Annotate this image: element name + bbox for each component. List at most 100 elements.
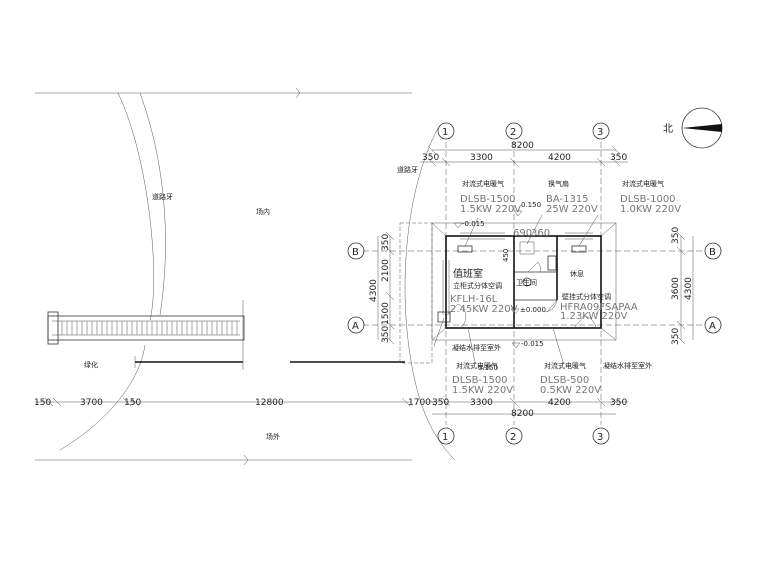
heater3-title: 对流式电暖气 (456, 361, 498, 370)
bottom-dim-3300: 3300 (470, 398, 493, 408)
level-1: -0.015 (462, 220, 485, 228)
bottom-dim-total: 8200 (511, 409, 534, 419)
level-triangles (453, 210, 523, 349)
wc-toilet (522, 277, 532, 287)
road-curve-left-lower (59, 344, 146, 451)
grid-bubble-2-bottom (505, 427, 523, 445)
label-road-tooth-left: 道路牙 (152, 192, 173, 201)
ac-cabinet-unit (437, 311, 451, 323)
site-dim-150a: 150 (34, 398, 51, 408)
fan-model: BA-1315 (546, 194, 589, 205)
ac2-title: 壁挂式分体空调 (562, 292, 611, 301)
grid-label-B-left: B (352, 247, 359, 258)
grid-label-1-top: 1 (442, 127, 448, 138)
heater2-model: DLSB-1000 (620, 194, 676, 205)
road-curve-right (404, 127, 456, 461)
north-arrow: 北 (663, 107, 723, 149)
ac1-title: 立柜式分体空调 (453, 281, 502, 290)
grid-bubble-3-bottom (592, 427, 610, 445)
door-rest (544, 299, 558, 313)
door-exterior (573, 315, 597, 329)
break-mark-bottom (243, 454, 249, 466)
top-dim-350b: 350 (610, 153, 627, 163)
grid-bubble-B-right (704, 242, 722, 260)
heater1-title: 对流式电暖气 (462, 179, 504, 188)
grid-label-3-top: 3 (597, 127, 603, 138)
left-dim-1500: 1500 (381, 302, 391, 325)
roof-corner-br (600, 327, 617, 341)
top-dim-4200: 4200 (548, 153, 571, 163)
gate-post-left (47, 311, 59, 345)
label-site-outside: 场外 (266, 432, 280, 441)
site-dim-ticks (44, 397, 411, 407)
top-dim-3300: 3300 (470, 153, 493, 163)
grid-bubble-A-right (704, 316, 722, 334)
bottom-dim-4200: 4200 (548, 398, 571, 408)
roof-corner-tr (600, 222, 617, 237)
site-dim-3700: 3700 (80, 398, 103, 408)
heater2-title: 对流式电暖气 (622, 179, 664, 188)
right-dim-350a: 350 (671, 227, 681, 244)
site-dim-150b: 150 (124, 398, 141, 408)
fan-title: 换气扇 (548, 179, 569, 188)
grid-bubble-B-left (347, 242, 365, 260)
grid-label-2-bottom: 2 (510, 432, 516, 443)
exhaust-fan (519, 241, 535, 255)
road-curve-left-upper-2 (139, 92, 166, 316)
right-dim-total: 4300 (684, 277, 694, 300)
grid-bubble-2-top (505, 122, 523, 140)
grid-bubble-1-top (437, 122, 455, 140)
fan-spec: 25W 220V (546, 204, 598, 215)
left-dim-total: 4300 (369, 279, 379, 302)
grid-label-B-right: B (709, 247, 716, 258)
heater4-title: 对流式电暖气 (544, 361, 586, 370)
room-duty: 值班室 (453, 267, 483, 280)
wc-dim-690: 690 (513, 228, 532, 239)
site-dim-12800: 12800 (255, 398, 284, 408)
grid-label-A-right: A (709, 321, 716, 332)
gate-barrier-hatch (61, 321, 238, 335)
road-curve-left-upper (117, 92, 154, 321)
right-dim-350b: 350 (671, 328, 681, 345)
room-rest: 休息 (570, 269, 584, 278)
roof-corner-bl (431, 327, 447, 341)
room-wc: 卫生间 (516, 278, 537, 287)
heater1-spec: 1.5KW 220V (460, 204, 521, 215)
grid-label-3-bottom: 3 (597, 432, 603, 443)
level-2: 0.150 (521, 201, 541, 209)
label-road-tooth-right: 道路牙 (397, 165, 418, 174)
ac2-model: HFRA09FSAPAA (560, 302, 638, 313)
grid-label-A-left: A (352, 321, 359, 332)
ac1-spec: 2.45KW 220V (450, 304, 518, 315)
level-3: ±0.000 (520, 306, 546, 314)
bottom-dim-ticks (427, 397, 621, 407)
ac2-spec: 1.23KW 220V (560, 311, 628, 322)
wc-sink (547, 255, 557, 271)
ac1-model: KFLH-16L (450, 294, 498, 305)
heater4-model: DLSB-500 (540, 375, 589, 386)
grid-bubble-3-top (592, 122, 610, 140)
left-dim-ticks (385, 231, 395, 345)
top-dim-ticks (427, 145, 621, 167)
heater3-model: DLSB-1500 (452, 375, 508, 386)
roof-corner-tl (431, 222, 447, 237)
top-dim-total: 8200 (511, 141, 534, 151)
top-dim-350a: 350 (422, 153, 439, 163)
condensate-1: 凝结水排至室外 (452, 343, 501, 352)
break-mark-top (295, 87, 301, 99)
site-dim-1700: 1700 (408, 398, 431, 408)
building-walls (445, 235, 602, 329)
grid-label-1-bottom: 1 (442, 432, 448, 443)
heater4-spec: 0.5KW 220V (540, 385, 601, 396)
level-5: 0.150 (478, 364, 498, 372)
grid-bubble-A-left (347, 316, 365, 334)
left-dim-2100: 2100 (381, 259, 391, 282)
wc-dim-360: 360 (531, 228, 550, 239)
door-duty-room (445, 303, 467, 329)
left-dim-350b: 350 (381, 326, 391, 343)
label-site-inside: 场内 (256, 207, 270, 216)
heater1-model: DLSB-1500 (460, 194, 516, 205)
label-greening: 绿化 (84, 360, 98, 369)
level-6: 450 (502, 249, 510, 262)
